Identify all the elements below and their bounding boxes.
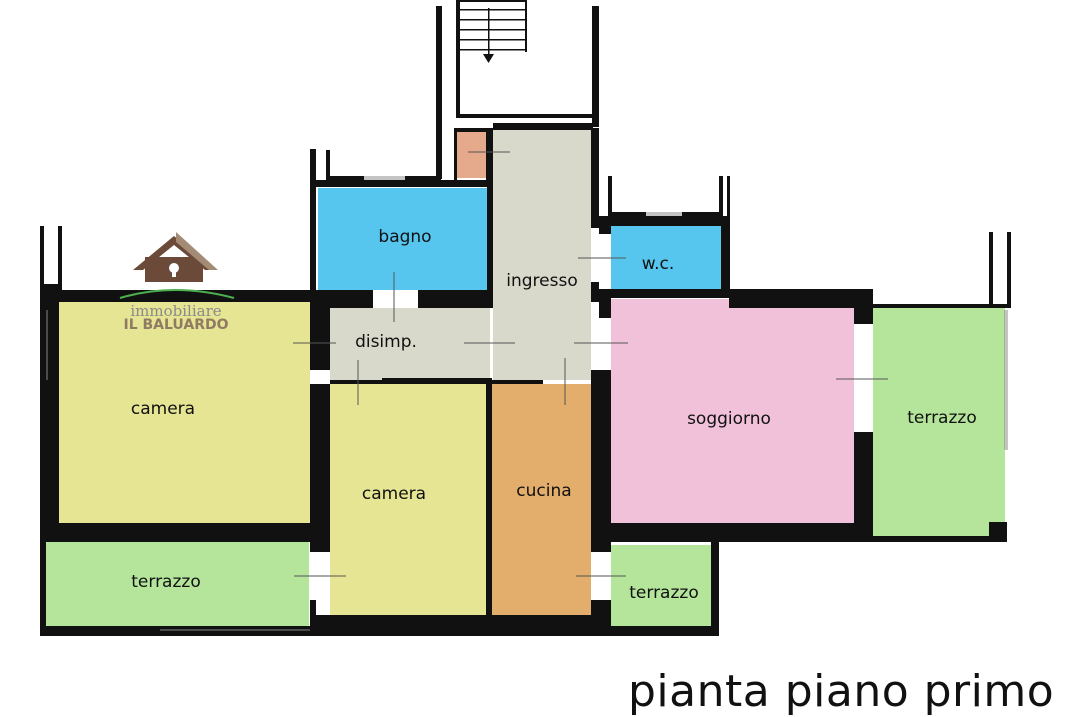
chimney-fill [457,132,486,178]
room-fills [46,130,1005,630]
disimp-fill [330,308,490,380]
plan-title: pianta piano primo [628,666,1055,717]
door-markers [293,151,888,577]
walls [40,0,1011,636]
ingresso-fill [493,130,591,380]
camera-center-fill [330,384,486,615]
label-terrazzo-left: terrazzo [131,572,200,592]
cucina-fill [492,384,591,615]
room-labels: bagno w.c. ingresso disimp. camera camer… [131,227,977,603]
label-camera-left: camera [131,399,195,419]
windows [46,176,1008,631]
terrazzo-right-fill [873,308,1005,536]
label-cucina: cucina [516,481,571,501]
terrazzo-bottom-fill [611,545,711,627]
terrazzo-left-fill [46,542,309,630]
bagno-fill [318,188,487,290]
label-wc: w.c. [642,254,675,274]
logo-house-icon [119,232,235,299]
label-camera-center: camera [362,484,426,504]
label-terrazzo-bottom: terrazzo [629,583,698,603]
soggiorno-fill [611,299,854,523]
logo-text-brand: IL BALUARDO [123,317,229,333]
wc-fill [611,226,721,289]
label-terrazzo-right: terrazzo [907,408,976,428]
label-soggiorno: soggiorno [687,409,771,429]
camera-left-fill [59,302,310,523]
label-ingresso: ingresso [506,271,577,291]
logo-text-immobiliare: immobiliare [130,302,222,320]
label-bagno: bagno [378,227,431,247]
label-disimp: disimp. [355,332,417,352]
